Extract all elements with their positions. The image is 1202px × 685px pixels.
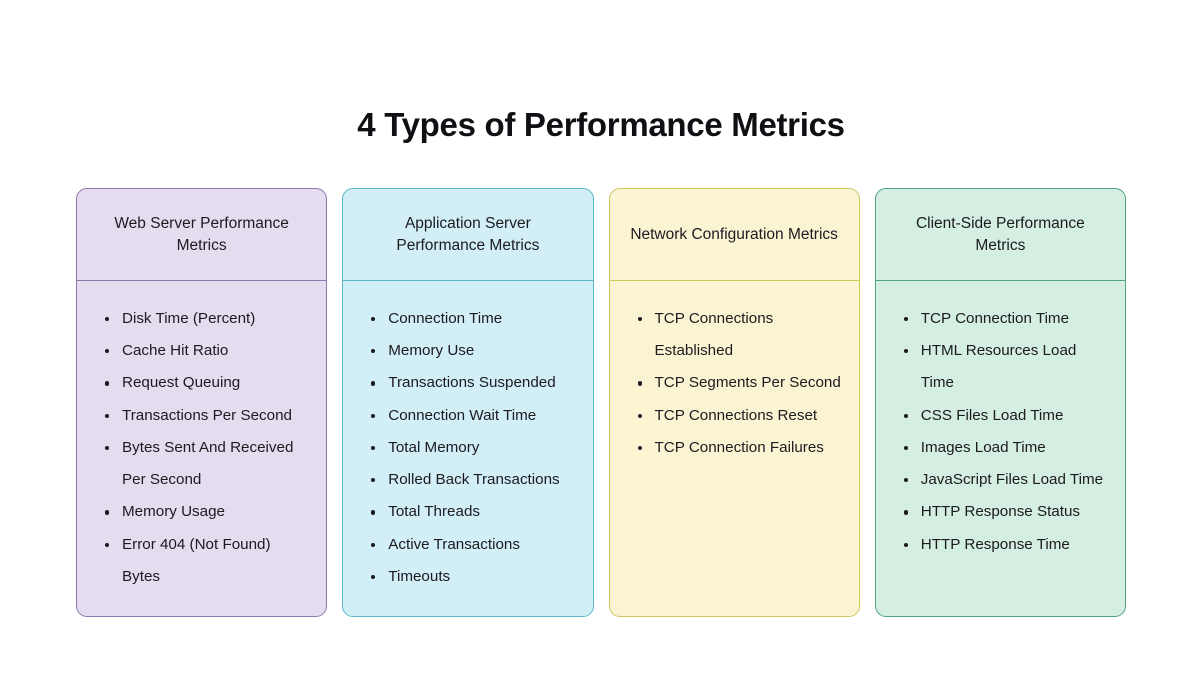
list-item: CSS Files Load Time (903, 400, 1111, 432)
list-item: Memory Usage (104, 496, 312, 528)
list-item: Transactions Suspended (371, 367, 578, 399)
list-item: TCP Connection Time (903, 303, 1111, 335)
card-header-web-server: Web Server Performance Metrics (77, 189, 327, 281)
list-item: Error 404 (Not Found) Bytes (104, 529, 312, 593)
list-item: TCP Segments Per Second (637, 367, 845, 399)
page-title: 4 Types of Performance Metrics (357, 106, 845, 144)
list-item: Cache Hit Ratio (104, 335, 312, 367)
list-item: JavaScript Files Load Time (903, 464, 1111, 496)
list-item: Connection Time (371, 303, 578, 335)
list-item: Rolled Back Transactions (371, 464, 578, 496)
list-item: Memory Use (371, 335, 578, 367)
list-item: HTML Resources Load Time (903, 335, 1111, 399)
list-item: HTTP Response Time (903, 529, 1111, 561)
list-item: Total Threads (371, 496, 578, 528)
list-item: Timeouts (371, 561, 578, 593)
list-item: Images Load Time (903, 432, 1111, 464)
card-header-application-server: Application Server Performance Metrics (343, 189, 593, 281)
list-item: HTTP Response Status (903, 496, 1111, 528)
list-item: TCP Connections Established (637, 303, 845, 367)
list-item: Request Queuing (104, 367, 312, 399)
list-item: TCP Connections Reset (637, 400, 845, 432)
list-item: Active Transactions (371, 529, 578, 561)
card-header-client-side: Client-Side Performance Metrics (875, 189, 1125, 281)
list-item: Bytes Sent And Received Per Second (104, 432, 312, 496)
list-item: TCP Connection Failures (637, 432, 845, 464)
list-item: Connection Wait Time (371, 400, 578, 432)
list-item: Transactions Per Second (104, 400, 312, 432)
card-header-network-configuration: Network Configuration Metrics (609, 189, 859, 281)
list-item: Total Memory (371, 432, 578, 464)
list-item: Disk Time (Percent) (104, 303, 312, 335)
